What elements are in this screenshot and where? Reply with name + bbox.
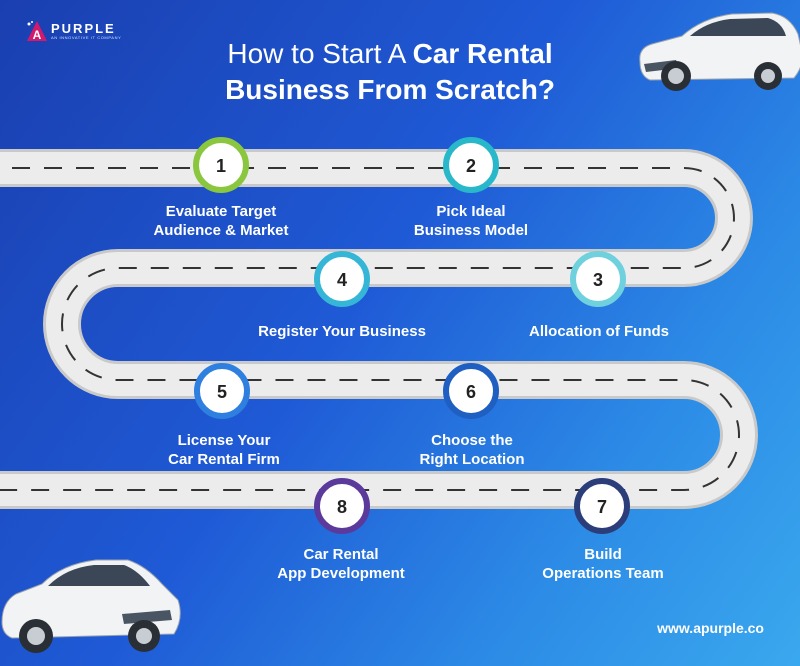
step-number-2: 2: [466, 156, 476, 176]
page-title: How to Start A Car Rental Business From …: [160, 36, 620, 108]
step-number-6: 6: [466, 382, 476, 402]
logo-tagline: AN INNOVATIVE IT COMPANY: [51, 35, 122, 40]
title-bold: Car Rental: [412, 38, 553, 69]
step-marker-5: 5: [194, 363, 250, 419]
step-marker-8: 8: [314, 478, 370, 534]
step-label-3: Allocation of Funds: [529, 323, 669, 340]
step-marker-4: 4: [314, 251, 370, 307]
step-number-1: 1: [216, 156, 226, 176]
title-regular: How to Start A: [227, 38, 413, 69]
step-number-5: 5: [217, 382, 227, 402]
logo-name: PURPLE: [51, 21, 116, 36]
step-marker-6: 6: [443, 363, 499, 419]
step-marker-1: 1: [193, 137, 249, 193]
step-number-7: 7: [597, 497, 607, 517]
lane-markings: [0, 167, 740, 491]
car-top-right: [639, 12, 800, 91]
step-marker-3: 3: [570, 251, 626, 307]
logo-icon: A: [26, 20, 48, 42]
step-marker-7: 7: [574, 478, 630, 534]
step-marker-2: 2: [443, 137, 499, 193]
website-link[interactable]: www.apurple.co: [657, 620, 764, 636]
step-number-8: 8: [337, 497, 347, 517]
step-label-4: Register Your Business: [258, 323, 426, 340]
title-line-1: How to Start A Car Rental: [160, 36, 620, 72]
step-number-4: 4: [337, 270, 347, 290]
logo-mark-letter: A: [33, 28, 42, 42]
car-bottom-left: [1, 559, 181, 653]
title-line-2: Business From Scratch?: [225, 74, 555, 105]
step-number-3: 3: [593, 270, 603, 290]
apurple-logo[interactable]: A PURPLE AN INNOVATIVE IT COMPANY: [26, 20, 121, 42]
